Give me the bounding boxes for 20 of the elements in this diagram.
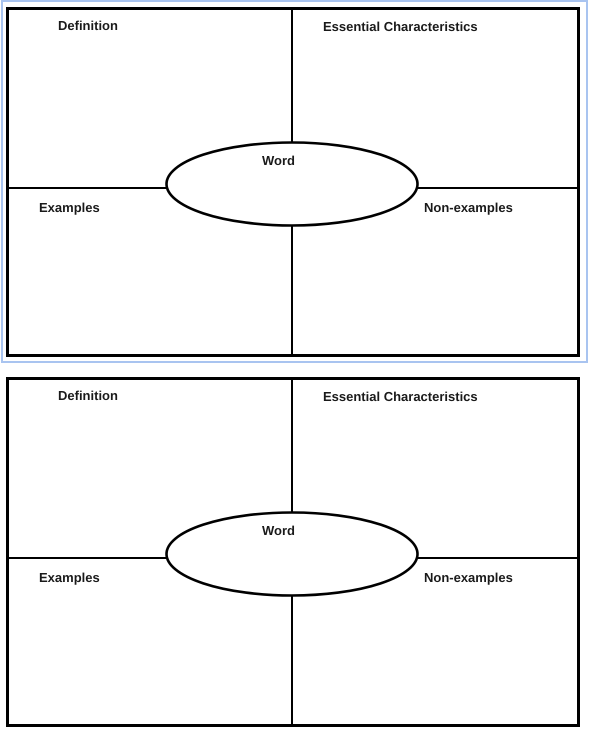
quadrant-box xyxy=(292,7,580,188)
section-heading: Essential Characteristics xyxy=(323,19,478,34)
section-heading: Essential Characteristics xyxy=(323,389,478,404)
quadrant-box xyxy=(6,188,292,357)
section-heading: Non-examples xyxy=(424,200,513,215)
section-heading: Examples xyxy=(39,200,100,215)
quadrant-box xyxy=(292,188,580,357)
word-label: Word xyxy=(262,523,295,538)
section-heading: Non-examples xyxy=(424,570,513,585)
quadrant-box xyxy=(292,377,580,558)
section-heading: Definition xyxy=(58,18,118,33)
quadrant-box xyxy=(6,377,292,558)
word-label: Word xyxy=(262,153,295,168)
section-heading: Examples xyxy=(39,570,100,585)
section-heading: Definition xyxy=(58,388,118,403)
quadrant-box xyxy=(6,7,292,188)
quadrant-box xyxy=(292,558,580,727)
word-ellipse xyxy=(165,141,419,227)
quadrant-box xyxy=(6,558,292,727)
word-ellipse xyxy=(165,511,419,597)
